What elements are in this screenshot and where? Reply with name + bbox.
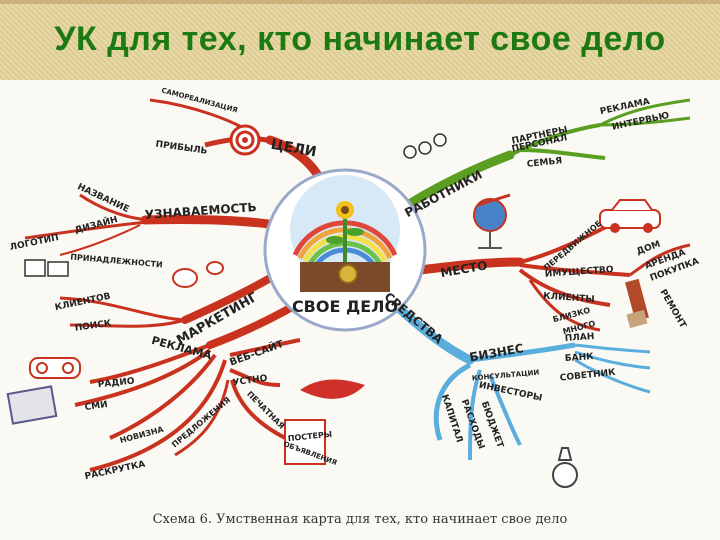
business-label: БИЗНЕС bbox=[468, 341, 525, 364]
center-circle: СВОЕ ДЕЛО bbox=[263, 168, 427, 332]
slide-title: УК для тех, кто начинает свое дело bbox=[54, 20, 666, 58]
clients-label: КЛИЕНТОВ bbox=[54, 292, 112, 314]
goals-label: ЦЕЛИ bbox=[270, 137, 318, 161]
repair-label: РЕМОНТ bbox=[657, 288, 688, 331]
oral-label: УСТНО bbox=[232, 374, 268, 389]
bank-label: БАНК bbox=[565, 352, 595, 364]
search-label: ПОИСК bbox=[74, 319, 112, 334]
plan-label: ПЛАН bbox=[565, 332, 595, 344]
documents-icon bbox=[24, 259, 69, 277]
target-icon bbox=[229, 124, 261, 156]
belongings-label: ПРИНАДЛЕЖНОСТИ bbox=[70, 252, 163, 269]
advisor-label: СОВЕТНИК bbox=[559, 368, 616, 384]
car-icon bbox=[599, 199, 661, 233]
clients-place-label: КЛИЕНТЫ bbox=[543, 291, 595, 305]
newspaper-icon bbox=[6, 385, 58, 425]
property-label: ИМУЩЕСТВО bbox=[545, 265, 615, 280]
mobile-label: ПЕРЕДВИЖНОЕ bbox=[542, 219, 603, 272]
family-label: СЕМЬЯ bbox=[526, 156, 562, 170]
place-label: МЕСТО bbox=[439, 258, 488, 280]
media-label: СМИ bbox=[84, 400, 108, 413]
profit-label: ПРИБЫЛЬ bbox=[155, 140, 208, 157]
means-label: СРЕДСТВА bbox=[382, 290, 447, 347]
center-label: СВОЕ ДЕЛО bbox=[292, 297, 398, 316]
people-icon bbox=[403, 133, 447, 159]
globe-icon bbox=[473, 193, 511, 249]
figure-caption: Схема 6. Умственная карта для тех, кто н… bbox=[152, 512, 568, 527]
brush-icon bbox=[625, 278, 649, 329]
workers-label: РАБОТНИКИ bbox=[402, 167, 484, 220]
poster-icon bbox=[284, 419, 326, 465]
radio-icon bbox=[29, 357, 81, 379]
lips-icon bbox=[300, 379, 365, 399]
title-banner bbox=[0, 0, 720, 80]
speech-bubble-icon bbox=[172, 261, 224, 288]
design-label: ДИЗАЙН bbox=[73, 213, 119, 236]
bulb-icon bbox=[552, 447, 578, 488]
home-label: ДОМ bbox=[635, 239, 662, 257]
radio-label: РАДИО bbox=[97, 376, 135, 390]
interview-label: ИНТЕРВЬЮ bbox=[611, 111, 670, 133]
